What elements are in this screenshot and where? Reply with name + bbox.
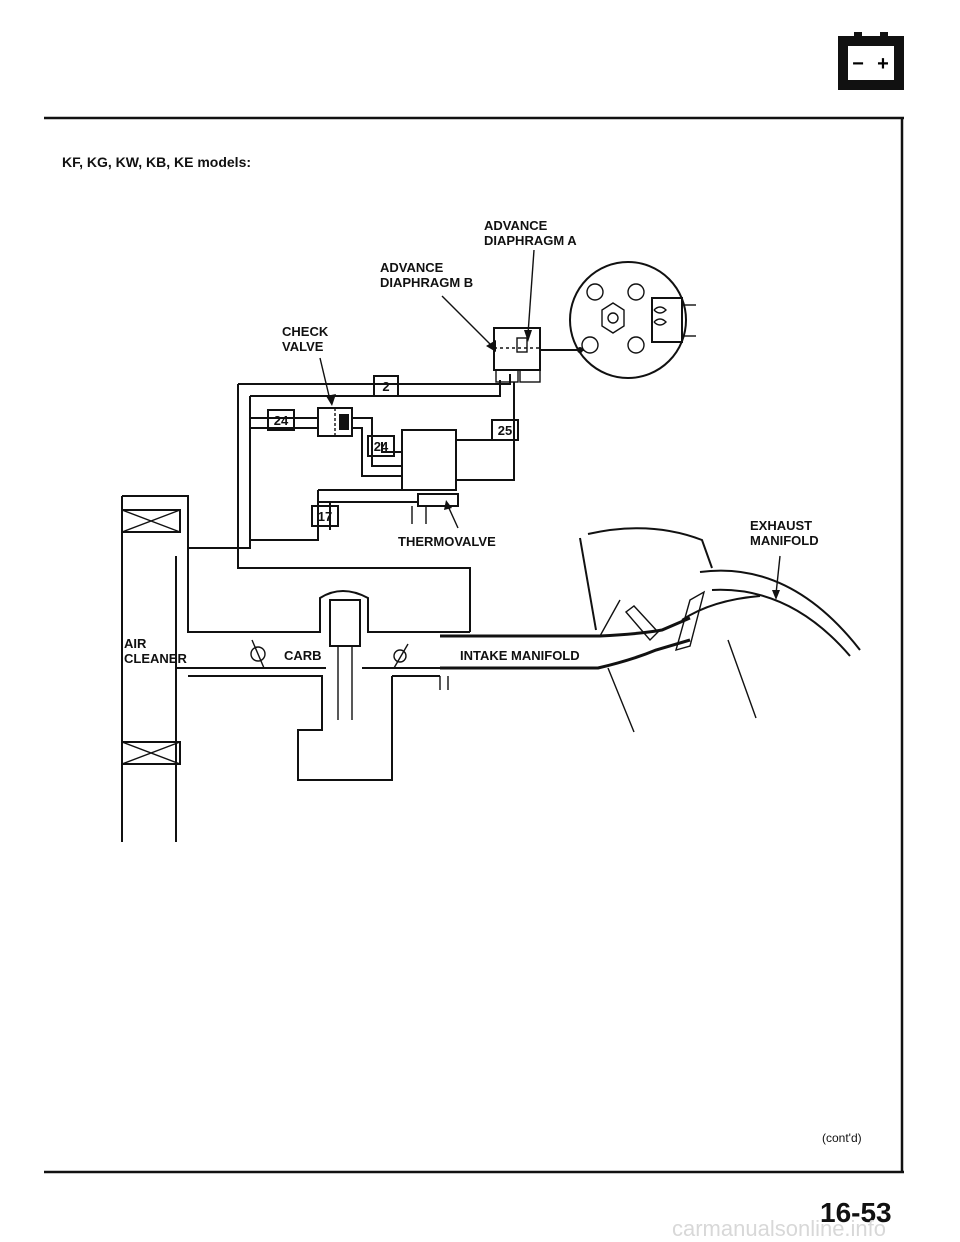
air-cleaner-label-line2: CLEANER: [124, 651, 187, 666]
hose-number-17: 17: [311, 505, 339, 527]
check-valve-label-line1: CHECK: [282, 324, 329, 339]
page-frame: [44, 116, 904, 1174]
exhaust-manifold: [579, 527, 861, 719]
battery-icon: − +: [838, 32, 904, 90]
page-number: 16-53: [820, 1197, 892, 1228]
hose-number-24-right-label: 24: [374, 439, 389, 454]
hose-number-2-label: 2: [382, 379, 389, 394]
hose-number-24-left: 24: [267, 409, 295, 431]
hose-number-24-left-label: 24: [274, 413, 289, 428]
advance-diaphragm-a-label-line2: DIAPHRAGM A: [484, 233, 577, 248]
hose-number-24-right: 24: [367, 435, 395, 457]
battery-minus-sign: −: [852, 53, 864, 75]
battery-plus-sign: +: [877, 53, 889, 75]
distributor: [569, 261, 696, 379]
carburetor: [176, 590, 470, 781]
check-valve: [317, 407, 353, 437]
models-heading: KF, KG, KW, KB, KE models:: [62, 154, 251, 170]
hose-number-25: 25: [491, 419, 519, 441]
air-cleaner-label-line1: AIR: [124, 636, 147, 651]
intake-manifold: [439, 599, 691, 733]
watermark: carmanualsonline.info: [672, 1216, 886, 1241]
exhaust-manifold-label-line1: EXHAUST: [750, 518, 812, 533]
throttle-valve-icon: [393, 643, 409, 669]
choke-valve-icon: [250, 639, 266, 669]
hose-number-25-label: 25: [498, 423, 512, 438]
advance-diaphragm-b-label-line2: DIAPHRAGM B: [380, 275, 473, 290]
advance-diaphragm-a-label-line1: ADVANCE: [484, 218, 548, 233]
callout-leaders: [319, 249, 781, 600]
thermovalve-label: THERMOVALVE: [398, 534, 496, 549]
thermovalve: [401, 429, 459, 524]
carb-label: CARB: [284, 648, 322, 663]
air-cleaner: [121, 495, 189, 842]
intake-manifold-label: INTAKE MANIFOLD: [460, 648, 580, 663]
check-valve-label-line2: VALVE: [282, 339, 324, 354]
continued-note: (cont'd): [822, 1131, 862, 1145]
advance-diaphragm-b-label-line1: ADVANCE: [380, 260, 444, 275]
hose-number-2: 2: [373, 375, 399, 397]
advance-diaphragm-unit: [493, 327, 584, 383]
exhaust-manifold-label-line2: MANIFOLD: [750, 533, 819, 548]
hose-number-17-label: 17: [318, 509, 332, 524]
